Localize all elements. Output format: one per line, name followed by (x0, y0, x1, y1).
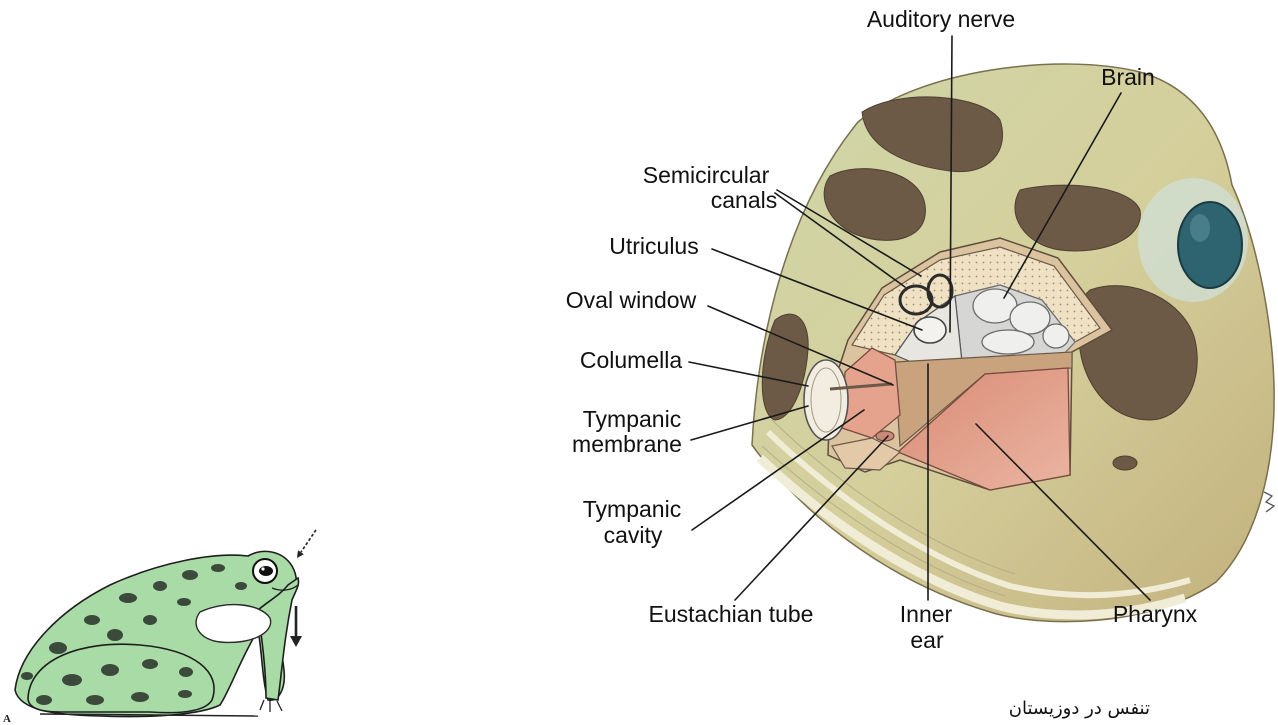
skin-spot (182, 570, 198, 580)
label-oval-window: Oval window (566, 287, 697, 313)
skin-spot (235, 582, 247, 590)
frog-eye-highlight (261, 567, 264, 570)
label-eustachian-tube: Eustachian tube (649, 601, 814, 627)
skin-spot (62, 674, 82, 686)
skin-spot (107, 629, 123, 641)
label-canals: canals (711, 187, 777, 213)
frog-toes (260, 700, 282, 712)
frog-head-cross-section (752, 64, 1274, 622)
frog-ground-line (40, 714, 258, 716)
skin-spot (36, 695, 52, 705)
label-auditory-nerve: Auditory nerve (867, 6, 1015, 32)
skin-spot (211, 564, 225, 572)
skin-spot (119, 593, 137, 603)
skin-spot (1113, 456, 1137, 470)
label-tympanic-membrane-1: Tympanic (583, 406, 681, 432)
label-utriculus: Utriculus (609, 233, 698, 259)
skin-spot (179, 667, 193, 677)
skin-spot (177, 598, 191, 606)
brain-lobe (982, 330, 1034, 354)
skin-spot (49, 642, 67, 654)
utriculus (914, 317, 946, 343)
label-tympanic-cavity-1: Tympanic (583, 496, 681, 522)
label-semicircular: Semicircular (643, 162, 770, 188)
eye-reflection (1190, 214, 1210, 242)
skin-spot (86, 695, 104, 705)
label-pharynx: Pharynx (1113, 601, 1198, 627)
frog-illustration: A (3, 530, 316, 725)
dashed-arrow-icon (297, 530, 316, 558)
label-inner: Inner (900, 601, 953, 627)
figure-caption: تنفس در دوزیستان (960, 697, 1150, 721)
panel-label: A (3, 713, 11, 725)
skin-spot (143, 615, 157, 625)
stray-mark (1264, 492, 1274, 512)
skin-spot (131, 692, 149, 702)
brain-lobe (1010, 302, 1050, 334)
skin-spot (101, 664, 119, 676)
skin-spot (142, 659, 158, 669)
down-arrow-icon (290, 606, 302, 647)
label-brain: Brain (1101, 64, 1155, 90)
label-tympanic-membrane-2: membrane (572, 431, 682, 457)
brain-lobe (1043, 324, 1069, 348)
label-columella: Columella (580, 347, 682, 373)
skin-spot (84, 615, 100, 625)
label-ear: ear (910, 627, 944, 653)
frog-pupil (259, 566, 273, 576)
skin-spot (21, 672, 33, 680)
frog-white-patch (196, 605, 271, 643)
skin-spot (178, 690, 192, 698)
eye (1178, 202, 1242, 288)
skin-spot (153, 581, 167, 591)
label-tympanic-cavity-2: cavity (604, 522, 663, 548)
